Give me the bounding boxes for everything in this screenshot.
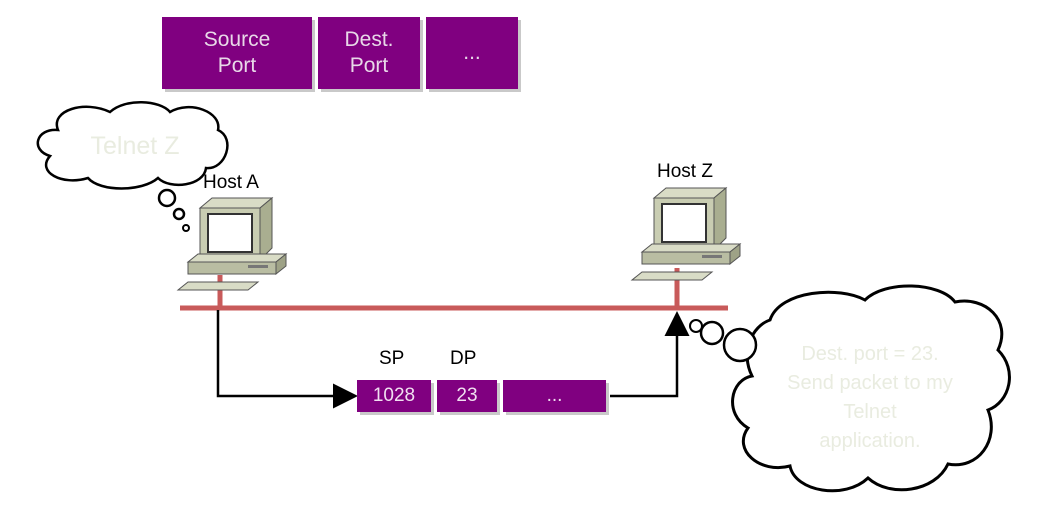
dp-label: DP: [450, 348, 477, 369]
host-z-label: Host Z: [657, 161, 713, 182]
header-field-dest-port: Dest. Port: [318, 17, 420, 89]
header-field-more: ...: [426, 17, 518, 89]
host-a-label: Host A: [203, 172, 259, 193]
host-z-computer-icon: [631, 187, 741, 281]
path-arrow-to-packet: [216, 310, 358, 409]
host-a-thought-text: Telnet Z: [90, 132, 180, 160]
path-arrow-to-host-z: [610, 311, 690, 398]
host-z-thought-cloud: [689, 284, 1011, 493]
host-a-thought-cloud: [36, 101, 229, 232]
host-z-thought-text: Dest. port = 23. Send packet to my Telne…: [787, 343, 953, 452]
header-field-source-port: Source Port: [162, 17, 312, 89]
sp-label: SP: [379, 348, 405, 369]
host-a-computer-icon: [177, 197, 287, 291]
packet-more: ...: [503, 380, 606, 412]
packet-source-port: 1028: [357, 380, 431, 412]
packet-dest-port: 23: [437, 380, 497, 412]
